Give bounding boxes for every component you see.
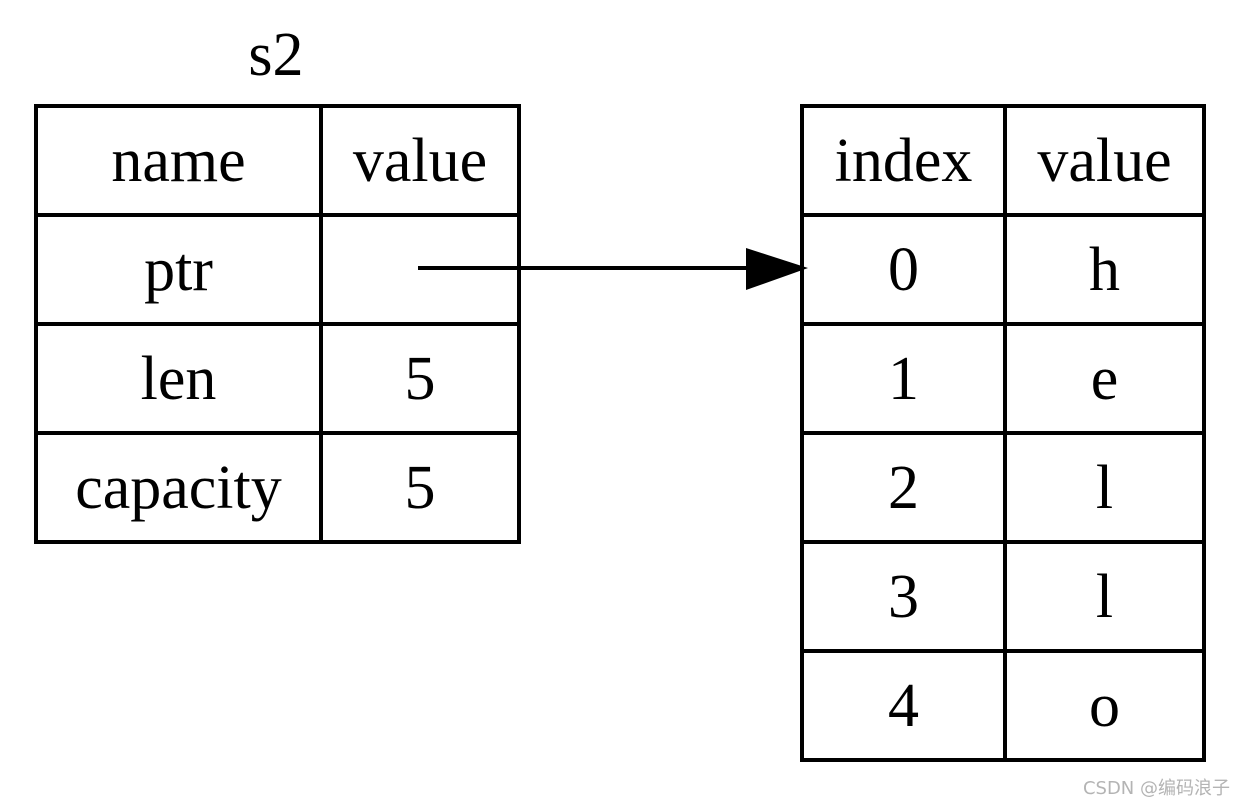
heap-cell-value: o (1003, 649, 1206, 762)
heap-row-3: 3 l (800, 540, 1206, 653)
heap-cell-index: 3 (800, 540, 1007, 653)
stack-header-value: value (319, 104, 521, 217)
heap-row-2: 2 l (800, 431, 1206, 544)
heap-row-1: 1 e (800, 322, 1206, 435)
pointer-arrowhead-icon (746, 248, 808, 290)
heap-row-4: 4 o (800, 649, 1206, 762)
stack-header-row: name value (34, 104, 521, 217)
heap-header-row: index value (800, 104, 1206, 217)
stack-row-ptr: ptr (34, 213, 521, 326)
heap-header-value: value (1003, 104, 1206, 217)
stack-table: name value ptr len 5 capacity 5 (34, 104, 521, 544)
heap-header-index: index (800, 104, 1007, 217)
heap-cell-index: 0 (800, 213, 1007, 326)
stack-cell-value (319, 213, 521, 326)
stack-cell-value: 5 (319, 431, 521, 544)
watermark: CSDN @编码浪子 (1082, 778, 1230, 799)
stack-cell-name: capacity (34, 431, 323, 544)
heap-cell-index: 4 (800, 649, 1007, 762)
heap-cell-index: 1 (800, 322, 1007, 435)
heap-cell-value: e (1003, 322, 1206, 435)
stack-row-capacity: capacity 5 (34, 431, 521, 544)
heap-cell-value: l (1003, 540, 1206, 653)
stack-header-name: name (34, 104, 323, 217)
heap-row-0: 0 h (800, 213, 1206, 326)
stack-variable-title: s2 (248, 21, 304, 89)
stack-cell-name: len (34, 322, 323, 435)
heap-table: index value 0 h 1 e 2 l 3 l 4 o (800, 104, 1206, 762)
stack-row-len: len 5 (34, 322, 521, 435)
heap-cell-index: 2 (800, 431, 1007, 544)
stack-cell-name: ptr (34, 213, 323, 326)
heap-cell-value: h (1003, 213, 1206, 326)
stack-cell-value: 5 (319, 322, 521, 435)
heap-cell-value: l (1003, 431, 1206, 544)
